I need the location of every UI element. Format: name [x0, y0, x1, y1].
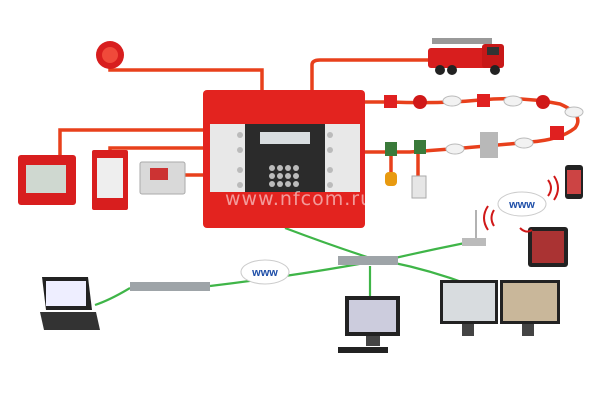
manual-call-point-icon: [550, 126, 564, 140]
beacon-icon: [385, 172, 397, 186]
switch-plate-icon: [411, 175, 427, 199]
smoke-detector-icon: [514, 137, 534, 149]
smoke-detector-icon: [445, 143, 465, 155]
smoke-detector-icon: [564, 106, 584, 118]
io-module-icon: [414, 140, 426, 154]
panel-display: [260, 132, 310, 144]
fire-truck-icon: [428, 38, 504, 75]
io-module-icon: [385, 142, 397, 156]
smoke-detector-icon: [503, 95, 523, 107]
monitor-icon: [338, 296, 400, 353]
network-switch: [130, 282, 210, 291]
laptop-icon: [40, 277, 100, 330]
wireless-signal-icon: [483, 175, 559, 233]
cloud-left: www: [240, 259, 290, 285]
manual-call-point-icon: [384, 95, 397, 108]
fire-control-panel: [203, 90, 365, 228]
sounder-icon: [413, 95, 427, 109]
router-icon: [462, 210, 486, 246]
dual-monitor-icon: [440, 280, 560, 336]
gas-detector-icon: [480, 132, 498, 158]
network-switch: [338, 256, 398, 265]
sounder-icon: [536, 95, 550, 109]
manual-call-point-icon: [477, 94, 490, 107]
watermark: www.nfcom.ru: [225, 188, 374, 210]
smoke-detector-icon: [442, 95, 462, 107]
cloud-left-label: www: [251, 267, 278, 279]
loop-devices: [384, 94, 584, 199]
cloud-right-label: www: [508, 199, 535, 211]
alarm-bell-icon: [96, 41, 124, 69]
smartphone-icon: [565, 165, 583, 199]
tablet-icon: [528, 227, 568, 267]
cloud-right: www: [497, 191, 547, 217]
